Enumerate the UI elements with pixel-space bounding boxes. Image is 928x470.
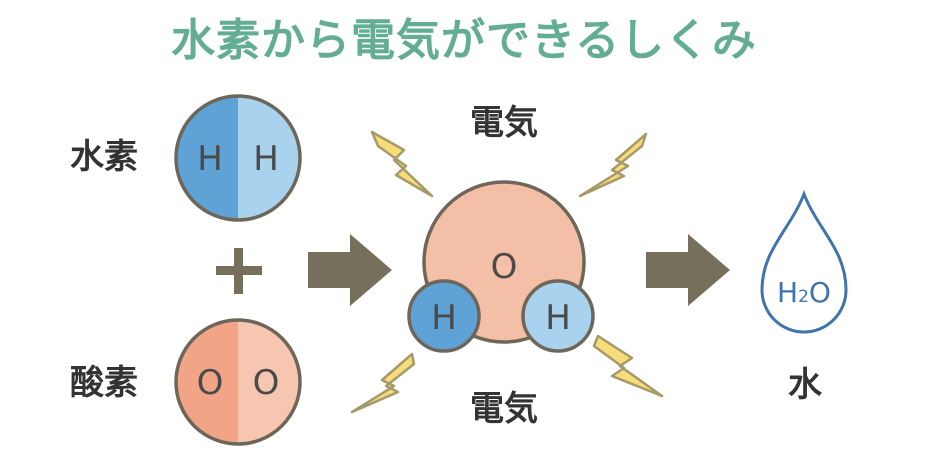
lightning-bolt-icon: [370, 130, 434, 198]
drop-h-text: H: [777, 276, 798, 309]
lightning-bolt-icon: [578, 132, 648, 198]
hydrogen-label: 水素: [70, 137, 138, 177]
molecule-hydrogen-atom-right: H: [545, 298, 571, 338]
oxygen-molecule: O O: [174, 318, 302, 446]
hydrogen-molecule: H H: [174, 94, 302, 222]
electricity-label-bottom: 電気: [470, 389, 538, 429]
lightning-bolt-icon: [592, 334, 664, 398]
molecule-oxygen-atom: O: [491, 247, 518, 287]
lightning-bolt-icon: [350, 352, 416, 414]
drop-subscript-text: 2: [798, 287, 809, 307]
drop-o-text: O: [809, 276, 831, 309]
electricity-label-top: 電気: [470, 103, 538, 143]
oxygen-label: 酸素: [70, 363, 138, 403]
oxygen-atom-right: O: [253, 363, 280, 403]
oxygen-atom-left: O: [197, 363, 224, 403]
molecule-hydrogen-atom-left: H: [431, 298, 457, 338]
arrow-right-icon: [646, 234, 730, 306]
water-molecule: O H H: [407, 180, 595, 353]
water-label: 水: [788, 365, 822, 405]
svg-text:H2O: H2O: [777, 276, 831, 309]
hydrogen-atom-right: H: [253, 139, 279, 179]
hydrogen-atom-left: H: [197, 139, 223, 179]
water-drop-icon: H2O: [760, 189, 848, 334]
page-title: 水素から電気ができるしくみ: [171, 15, 757, 66]
plus-icon: [216, 248, 262, 294]
arrow-right-icon: [308, 234, 392, 306]
